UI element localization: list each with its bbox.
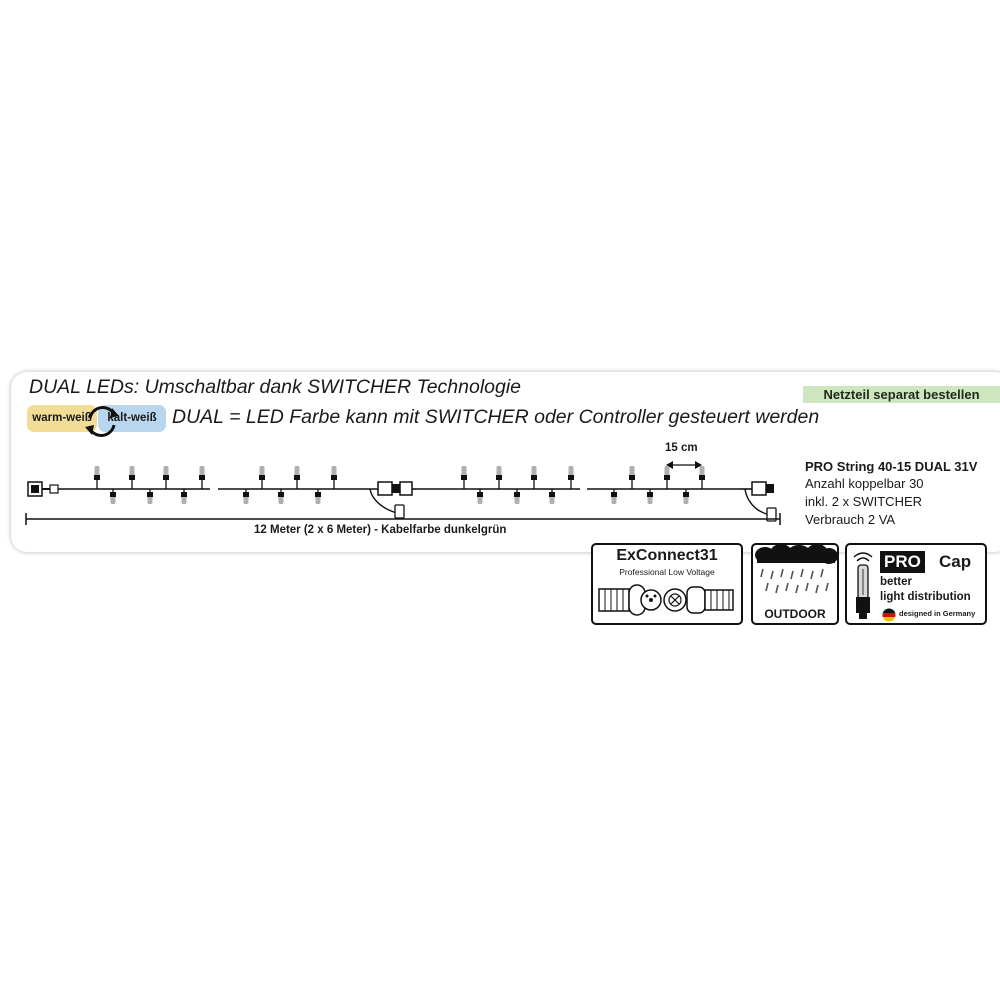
led-bulb-icon (294, 466, 300, 489)
germany-flag-icon (882, 608, 896, 622)
led-bulb-icon (259, 466, 265, 489)
led-bulb-icon (629, 466, 635, 489)
exconnect-logo: ExConnect31 Professional Low Voltage (591, 543, 743, 625)
page-subtitle: DUAL = LED Farbe kann mit SWITCHER oder … (172, 406, 820, 428)
led-bulb-icon (331, 466, 337, 489)
page-title: DUAL LEDs: Umschaltbar dank SWITCHER Tec… (29, 376, 522, 398)
led-bulb-icon (94, 466, 100, 489)
string-length-label: 12 Meter (2 x 6 Meter) - Kabelfarbe dunk… (254, 524, 507, 536)
length-dimension-icon (25, 513, 781, 525)
procap-tagline-2: light distribution (880, 591, 971, 603)
led-bulb-icon (568, 466, 574, 489)
led-bulb-icon (477, 489, 483, 504)
led-bulb-icon (110, 489, 116, 504)
rain-cloud-icon (755, 545, 837, 594)
product-name: PRO String 40-15 DUAL 31V (805, 459, 978, 474)
spec-consumption: Verbrauch 2 VA (805, 512, 896, 527)
mid-connector-icon (350, 481, 417, 519)
exconnect-title: ExConnect31 (616, 547, 718, 564)
exconnect-subtitle: Professional Low Voltage (619, 567, 715, 577)
led-bulb-icon (243, 489, 249, 504)
led-spacing-label: 15 cm (665, 442, 698, 454)
procap-pro-label: PRO (880, 551, 925, 573)
procap-origin: designed in Germany (899, 609, 976, 618)
led-bulb-icon (611, 489, 617, 504)
led-bulb-icon (278, 489, 284, 504)
led-bulb-icon (683, 489, 689, 504)
led-bulb-icon (461, 466, 467, 489)
light-string-diagram (25, 461, 781, 525)
power-supply-note: Netzteil separat bestellen (803, 386, 1000, 403)
procap-cap-label: Cap (939, 552, 972, 571)
led-bulb-icon (647, 489, 653, 504)
led-bulb-icon (514, 489, 520, 504)
led-bulb-icon (531, 466, 537, 489)
spec-coupling: Anzahl koppelbar 30 (805, 476, 924, 491)
spacing-arrow-icon (666, 461, 702, 469)
outdoor-label: OUTDOOR (764, 607, 826, 621)
led-bulb-icon (853, 552, 873, 619)
end-connector-icon (740, 481, 777, 522)
connector-plug-icon (598, 584, 734, 616)
led-bulb-icon (315, 489, 321, 504)
led-bulb-icon (664, 466, 670, 489)
led-bulb-icon (496, 466, 502, 489)
led-bulb-icon (163, 466, 169, 489)
led-bulb-icon (549, 489, 555, 504)
warm-white-pill: warm-weiß (27, 405, 97, 432)
outdoor-logo: OUTDOOR (751, 543, 839, 625)
led-bulb-icon (199, 466, 205, 489)
switch-arrows-icon (85, 406, 119, 437)
spec-switcher: inkl. 2 x SWITCHER (805, 494, 923, 509)
start-plug-icon (27, 481, 59, 497)
led-bulb-icon (147, 489, 153, 504)
procap-tagline-1: better (880, 576, 912, 588)
procap-logo: PRO Cap better light distribution design… (845, 543, 987, 625)
led-bulb-icon (129, 466, 135, 489)
led-bulb-icon (699, 466, 705, 489)
led-bulb-icon (181, 489, 187, 504)
